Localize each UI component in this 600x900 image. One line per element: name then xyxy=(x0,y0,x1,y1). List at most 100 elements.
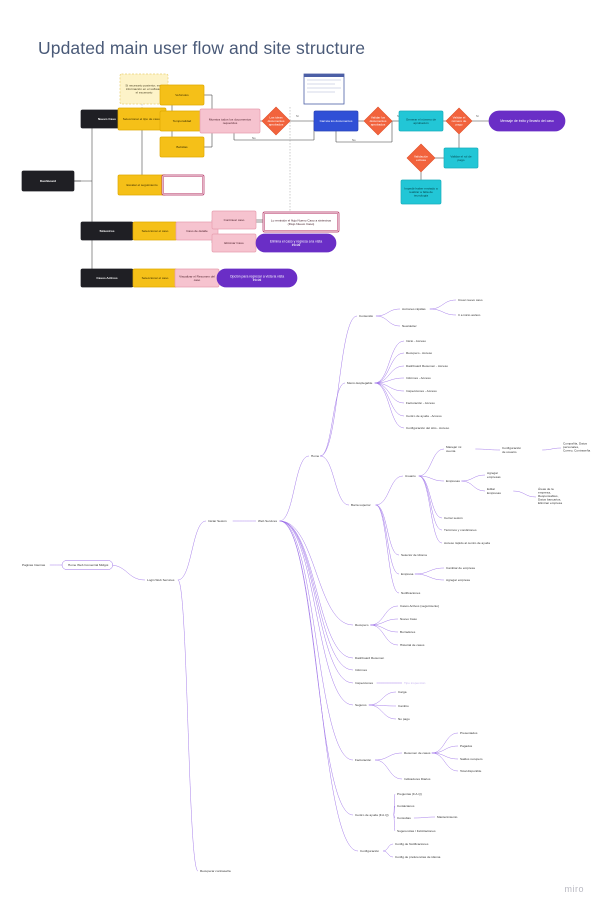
tree-node-config: Configuración xyxy=(360,849,379,853)
flow-node-label: Seleccionar el caso xyxy=(142,229,169,233)
tree-node-dash: Dashboard Resumen xyxy=(355,656,385,660)
flow-node-eliminar[interactable]: Eliminar Caso xyxy=(211,233,257,253)
tree-node-seguros: Seguros xyxy=(355,703,367,707)
page-title: Updated main user flow and site structur… xyxy=(38,38,366,58)
tree-node-cambio: Cambio xyxy=(398,704,409,708)
flow-node-temporalidad[interactable]: Temporalidad xyxy=(159,110,205,132)
tree-node-consultas: Consultas xyxy=(397,816,411,820)
flow-node-label: Carreta los documentos xyxy=(320,119,353,123)
flow-node-outline-2[interactable]: Lo remisión el flujo Nuevo Caso a sinies… xyxy=(262,211,340,233)
tree-connectors xyxy=(49,299,562,872)
flow-node-sel-caso2[interactable]: Seleccionar el caso xyxy=(132,268,178,288)
tree-node-casos-act: Casos Activos (seguimiento) xyxy=(400,604,439,608)
flow-edge-label: No xyxy=(352,138,356,142)
flow-node-box-empty[interactable] xyxy=(161,174,205,196)
tree-node-agregar2: Agregar empresa xyxy=(446,578,470,582)
tree-node-facturacion: Facturación xyxy=(355,758,371,762)
flow-node-label: Temporalidad xyxy=(173,119,192,123)
flow-node-end-purple[interactable]: Mensaje de éxito y llevarlo del caso xyxy=(488,110,566,132)
flow-node-label: Seleccionar el caso xyxy=(142,276,169,280)
flow-node-form[interactable] xyxy=(303,73,345,105)
flow-node-dashboard[interactable]: Dashboard xyxy=(21,170,75,192)
flow-node-label: Mensaje de éxito y llevarlo del caso xyxy=(500,119,554,123)
tree-node-cfg-idioma: Config de preferencias de idioma xyxy=(395,855,441,859)
tree-node-carga: Carga xyxy=(398,690,407,694)
tree-node-login: Login Web Services xyxy=(147,578,175,582)
tree-node-m4: Informes - Acceso xyxy=(406,376,431,380)
flow-node-sel-tipo[interactable]: Seleccionar el tipo de casos xyxy=(117,107,167,131)
tree-node-informes: Informes xyxy=(355,668,367,672)
brand-logo: miro xyxy=(564,884,584,894)
tree-node-contenido: Contenido xyxy=(359,314,373,318)
tree-node-home: Home Web Comercial Midgot xyxy=(68,563,108,567)
tree-node-acceso-ayuda: Acceso rápido al centro de ayuda xyxy=(444,541,490,545)
tree-node-newsletter: Newsletter xyxy=(402,324,417,328)
tree-node-m1: Inicio - Acceso xyxy=(406,339,426,343)
tree-node-total: Total disponible xyxy=(460,769,482,773)
tree-node-m5: Inspecciones - Acceso xyxy=(406,389,437,393)
flow-node-escalar[interactable]: Escalar el seguimiento xyxy=(117,174,167,196)
flow-node-ver-detalle[interactable]: Caso de detalle xyxy=(175,221,219,241)
tree-node-empresa: Empresa xyxy=(401,572,414,576)
flow-node-label: Dashboard xyxy=(40,179,56,183)
flow-node-continuar[interactable]: Continuar caso xyxy=(211,210,257,230)
flow-node-vehiculos[interactable]: Vehículos xyxy=(159,84,205,106)
flow-node-blue[interactable]: Carreta los documentos xyxy=(313,110,359,132)
tree-node-iniciar: Iniciar Sesión xyxy=(208,519,227,523)
tree-node-crear-caso: Crear nuevo caso xyxy=(458,298,483,302)
tree-node-m6: Facturación - Acceso xyxy=(406,401,435,405)
flow-node-bebidas[interactable]: Bebidas xyxy=(159,136,205,158)
tree-node-m2: Recupero - Acceso xyxy=(406,351,432,355)
tree-node-barra: Barra superior xyxy=(351,503,371,507)
flow-node-label: Continuar caso xyxy=(224,218,245,222)
tree-node-sugerencias: Sugerencias / Felicitaciones xyxy=(397,829,436,833)
tree-node-cambiar: Cambiar de empresa xyxy=(446,566,475,570)
tree-node-m3: Dashboard Resumen - Acceso xyxy=(406,364,448,368)
tree-node-idioma: Selector de Idioma xyxy=(401,553,427,557)
tree-node-ir-inicio: Ir a inicio ac/aco xyxy=(458,313,481,317)
tree-node-usuario: Usuario xyxy=(405,474,416,478)
tree-node-faq: Preguntas (F.A.Q) xyxy=(397,792,422,796)
flow-node-label: Bebidas xyxy=(176,145,188,149)
tree-node-borradores: Borradores xyxy=(400,630,416,634)
flow-node-casos-activos[interactable]: Casos Activos xyxy=(80,268,134,288)
flow-node-siniestros[interactable]: Siniestros xyxy=(80,221,134,241)
tree-node-cerrar: Cerrar sesión xyxy=(444,516,463,520)
tree-node-terminos: Términos y condiciones xyxy=(444,528,477,532)
tree-node-indicadores: Indicadores Diarios xyxy=(404,777,431,781)
tree-node-mantenimiento: Mantenimiento xyxy=(437,815,458,819)
flow-edge-label: Sí xyxy=(296,114,299,118)
tree-node-empresas: Empresas xyxy=(446,479,460,483)
tree-node-presentados: Presentados xyxy=(460,731,478,735)
flow-node-sel-caso[interactable]: Seleccionar el caso xyxy=(132,221,178,241)
tree-node-centro: Centro de ayuda (F.A.Q) xyxy=(355,813,389,817)
tree-node-recupero: Recupero xyxy=(355,623,369,627)
flow-node-label: Seleccionar el tipo de casos xyxy=(123,117,162,121)
tree-node-menu: Menú desplegable xyxy=(347,381,373,385)
tree-node-m8: Configuración del sitio - Acceso xyxy=(406,426,449,430)
